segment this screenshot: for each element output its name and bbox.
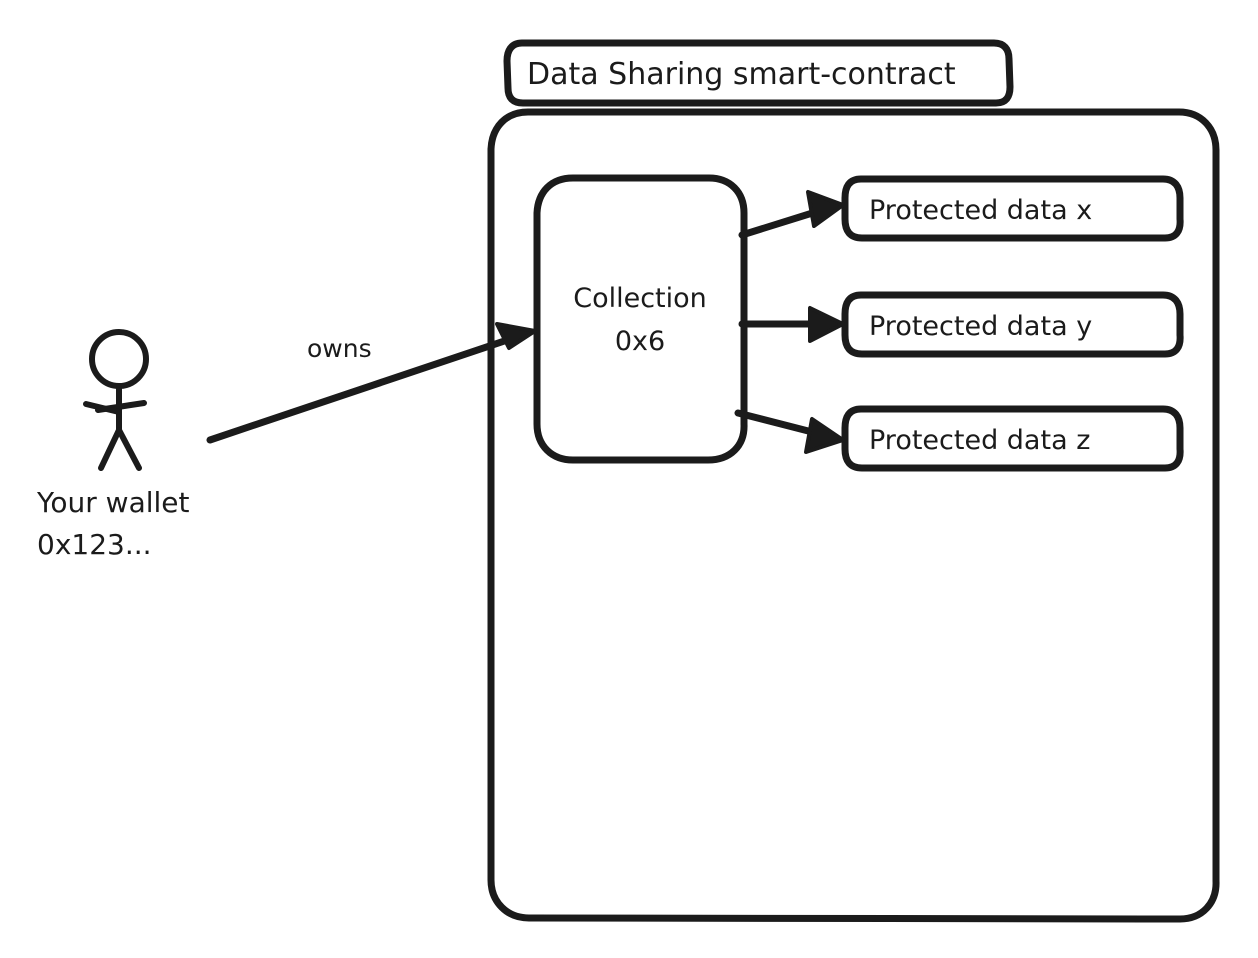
edge-collection-to-y-arrowhead	[808, 306, 845, 343]
actor-leg-left	[98, 427, 122, 471]
edge-owns-arrowhead	[495, 322, 537, 350]
protected-data-z-box[interactable]: Protected data z	[841, 405, 1184, 472]
collection-box[interactable]: Collection 0x6	[533, 174, 748, 464]
collection-box-outline	[533, 174, 748, 464]
protected-data-y-outline	[841, 291, 1184, 358]
edge-collection-to-z-line	[734, 409, 824, 438]
protected-data-y-label: Protected data y	[869, 311, 1092, 342]
collection-box-line2: 0x6	[615, 326, 665, 357]
edge-owns-line	[206, 329, 532, 444]
actor-head-icon	[89, 329, 149, 389]
edge-owns[interactable]: owns	[206, 322, 537, 444]
edge-collection-to-y[interactable]	[738, 306, 845, 343]
title-box[interactable]: Data Sharing smart-contract	[503, 39, 1014, 107]
actor-label-line2: 0x123...	[37, 528, 152, 561]
edge-owns-label: owns	[307, 334, 372, 363]
edge-collection-to-z[interactable]	[734, 409, 845, 454]
protected-data-y-box[interactable]: Protected data y	[841, 291, 1184, 358]
edge-collection-to-x-line	[738, 206, 826, 239]
edge-collection-to-z-arrowhead	[804, 417, 845, 454]
protected-data-z-outline	[841, 405, 1184, 472]
actor-leg-right	[116, 427, 142, 471]
edge-collection-to-x-arrowhead	[806, 190, 845, 228]
edge-collection-to-x[interactable]	[738, 190, 845, 239]
actor-label-line1: Your wallet	[36, 486, 190, 519]
protected-data-z-label: Protected data z	[869, 425, 1090, 456]
title-box-label: Data Sharing smart-contract	[527, 57, 956, 92]
actor-stick-figure[interactable]: Your wallet 0x123...	[36, 329, 190, 561]
protected-data-x-outline	[841, 175, 1184, 242]
protected-data-x-label: Protected data x	[869, 195, 1092, 226]
protected-data-x-box[interactable]: Protected data x	[841, 175, 1184, 242]
actor-arm-left	[83, 401, 122, 415]
collection-box-line1: Collection	[573, 283, 707, 314]
title-box-outline	[503, 39, 1014, 107]
